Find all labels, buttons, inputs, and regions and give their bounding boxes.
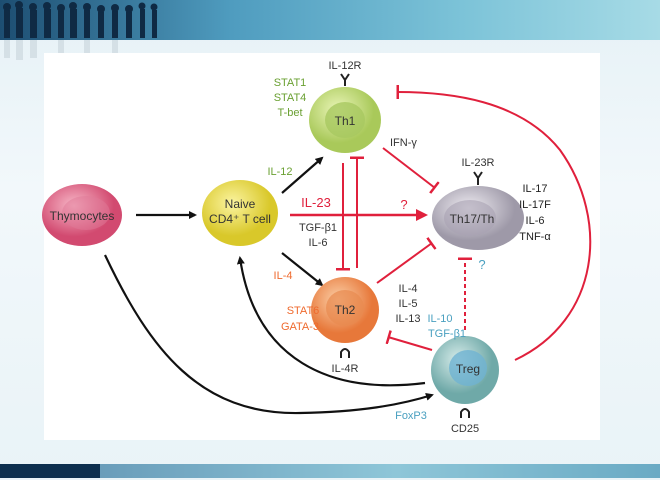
- th1-label: Th1: [335, 114, 356, 128]
- inhibit-th1-to-th17: [382, 147, 440, 194]
- foxp3-label: FoxP3: [395, 410, 427, 422]
- unknown-blue-question-mark: ?: [478, 257, 485, 272]
- il13-label: IL-13: [395, 313, 420, 325]
- arrow-naive-to-th1: [281, 156, 324, 194]
- tbet-label: T-bet: [277, 107, 302, 119]
- treg-tgf-beta1-label: TGF-β1: [428, 328, 466, 340]
- thymocytes-label: Thymocytes: [50, 209, 115, 223]
- il5-label: IL-5: [399, 298, 418, 310]
- il23r-label: IL-23R: [461, 157, 494, 169]
- thymocytes-cell: Thymocytes: [42, 184, 122, 246]
- naive-label: Naive: [225, 197, 256, 211]
- naive-cd4-label: CD4⁺ T cell: [209, 212, 271, 226]
- slide-header-banner: [0, 0, 660, 40]
- il17f-label: IL-17F: [519, 199, 551, 211]
- slide-footer-accent: [0, 464, 100, 478]
- tnf-alpha-label: TNF-α: [519, 231, 551, 243]
- stat4-label: STAT4: [274, 92, 307, 104]
- il4r-receptor-icon: [340, 348, 350, 358]
- treg-cell: Treg: [431, 336, 499, 404]
- th2-il4-label: IL-4: [399, 283, 418, 295]
- th2-label: Th2: [335, 303, 356, 317]
- th17-il6-label: IL-6: [526, 215, 545, 227]
- il4-label: IL-4: [274, 270, 293, 282]
- il17-label: IL-17: [522, 183, 547, 195]
- cd25-receptor-icon: [460, 408, 470, 418]
- unknown-red-question-mark: ?: [400, 197, 407, 212]
- people-silhouettes-decoration: [3, 1, 158, 60]
- treg-label: Treg: [456, 362, 480, 376]
- inhibit-treg-to-th1: [396, 84, 592, 361]
- il12r-receptor-icon: [340, 73, 350, 86]
- il10-label: IL-10: [427, 313, 452, 325]
- th2-cell: Th2: [311, 277, 379, 343]
- arrow-naive-to-th2: [281, 252, 324, 287]
- tgf-beta1-label: TGF-β1: [299, 222, 337, 234]
- th17-label: Th17/Th: [450, 212, 495, 226]
- slide-footer-band: [0, 464, 660, 478]
- il23-label: IL-23: [301, 195, 331, 210]
- th17-cell: Th17/Th: [432, 186, 524, 250]
- inhibit-treg-to-th2: [385, 330, 433, 351]
- inhibit-th2-to-th17: [376, 237, 437, 284]
- arrow-thymocytes-to-treg: [104, 254, 434, 415]
- naive-cd4-t-cell: Naive CD4⁺ T cell: [202, 180, 278, 246]
- stat6-label: STAT6: [287, 305, 320, 317]
- th1-cell: Th1: [309, 87, 381, 153]
- il12-label: IL-12: [267, 166, 292, 178]
- arrow-treg-to-naive: [236, 256, 426, 387]
- il6-label: IL-6: [309, 237, 328, 249]
- il23r-receptor-icon: [473, 171, 483, 185]
- cd25-label: CD25: [451, 423, 479, 435]
- il4r-label: IL-4R: [332, 363, 359, 375]
- ifn-gamma-label: IFN-γ: [390, 137, 417, 149]
- gata3-label: GATA-3: [281, 321, 319, 333]
- il12r-label: IL-12R: [328, 60, 361, 72]
- stat1-label: STAT1: [274, 77, 307, 89]
